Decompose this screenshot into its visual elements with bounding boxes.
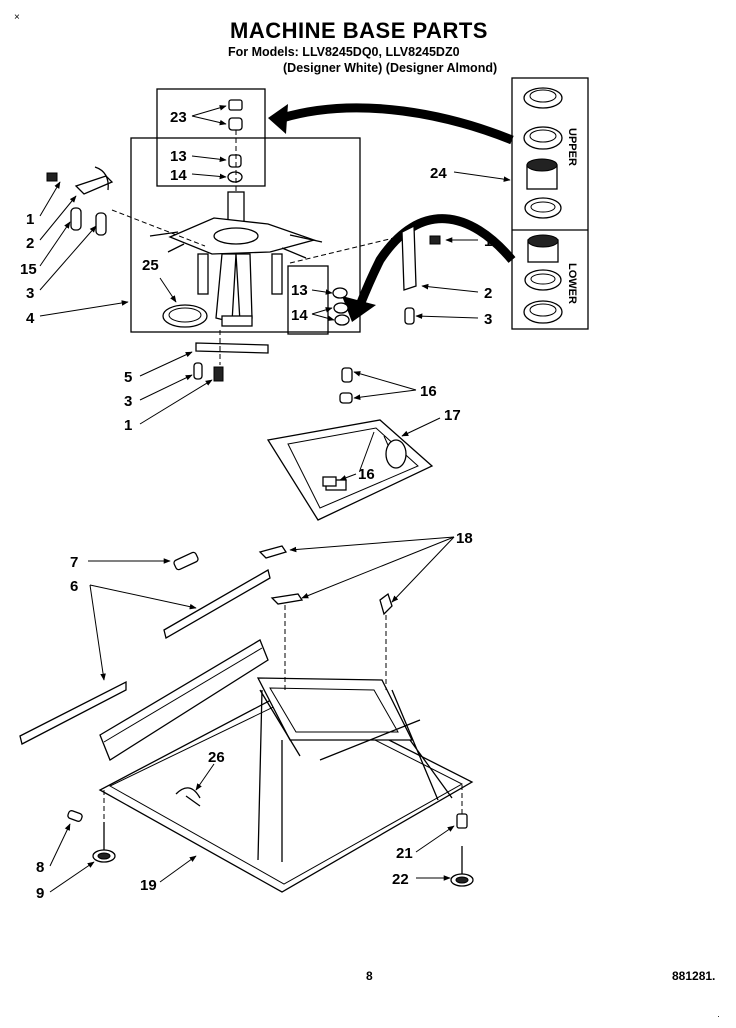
callout-3-lower: 3 bbox=[124, 393, 132, 410]
suspension-assembly-box bbox=[130, 137, 361, 333]
bearing-kit-panel bbox=[511, 77, 589, 330]
callout-24: 24 bbox=[430, 165, 447, 182]
callout-1-lower: 1 bbox=[124, 417, 132, 434]
callout-1-right: 1 bbox=[484, 233, 492, 250]
callout-15: 15 bbox=[20, 261, 37, 278]
side-bearing-parts bbox=[332, 287, 350, 326]
callout-8: 8 bbox=[36, 859, 44, 876]
models-line: For Models: LLV8245DQ0, LLV8245DZ0 bbox=[228, 45, 460, 59]
callout-1: 1 bbox=[26, 211, 34, 228]
callout-2: 2 bbox=[26, 235, 34, 252]
callout-25: 25 bbox=[142, 257, 159, 274]
callout-14: 14 bbox=[170, 167, 187, 184]
callout-13: 13 bbox=[170, 148, 187, 165]
right-bracket-parts bbox=[401, 224, 441, 325]
lower-kit-rings bbox=[523, 234, 563, 324]
upper-kit-rings bbox=[523, 87, 563, 219]
callout-26: 26 bbox=[208, 749, 225, 766]
lower-kit-arrow bbox=[355, 214, 516, 307]
suspension-assembly bbox=[149, 191, 323, 327]
side-bearing-box bbox=[287, 265, 329, 335]
lower-kit-label: LOWER bbox=[566, 263, 578, 304]
callout-17: 17 bbox=[444, 407, 461, 424]
suspension-frame bbox=[266, 419, 434, 521]
document-code: 881281. bbox=[672, 969, 716, 983]
upper-kit-arrow bbox=[280, 103, 514, 145]
callout-3: 3 bbox=[26, 285, 34, 302]
tub-ring bbox=[162, 304, 208, 328]
lower-bracket-parts bbox=[193, 342, 269, 382]
page-number: 8 bbox=[366, 969, 373, 983]
bearing-kit-box bbox=[156, 88, 266, 187]
callout-22: 22 bbox=[392, 871, 409, 888]
callout-18: 18 bbox=[456, 530, 473, 547]
callout-3-right: 3 bbox=[484, 311, 492, 328]
callout-numbers: 23 13 14 1 2 15 3 4 25 24 1 2 3 13 14 5 … bbox=[20, 109, 492, 902]
callout-5: 5 bbox=[124, 369, 132, 386]
upper-kit-arrowhead bbox=[268, 104, 288, 134]
callout-7: 7 bbox=[70, 554, 78, 571]
callout-4: 4 bbox=[26, 310, 35, 327]
left-bracket-parts bbox=[46, 166, 114, 236]
variants-line: (Designer White) (Designer Almond) bbox=[283, 61, 498, 75]
callout-21: 21 bbox=[396, 845, 413, 862]
lower-kit-arrowhead bbox=[342, 296, 376, 322]
leveling-feet bbox=[67, 810, 474, 887]
leader-lines bbox=[39, 105, 511, 893]
pads-16 bbox=[322, 367, 353, 487]
callout-14-right: 14 bbox=[291, 307, 308, 324]
base-frame bbox=[19, 545, 474, 893]
corner-mark: × bbox=[14, 12, 20, 23]
callout-16-frame: 16 bbox=[358, 466, 375, 483]
callout-16: 16 bbox=[420, 383, 437, 400]
corner-dot: · bbox=[717, 1011, 720, 1021]
upper-kit-label: UPPER bbox=[566, 128, 578, 166]
callout-23: 23 bbox=[170, 109, 187, 126]
callout-6: 6 bbox=[70, 578, 78, 595]
callout-13-right: 13 bbox=[291, 282, 308, 299]
bearing-kit-parts bbox=[227, 99, 243, 183]
callout-9: 9 bbox=[36, 885, 44, 902]
callout-19: 19 bbox=[140, 877, 157, 894]
page-title: MACHINE BASE PARTS bbox=[230, 18, 488, 43]
callout-2-right: 2 bbox=[484, 285, 492, 302]
